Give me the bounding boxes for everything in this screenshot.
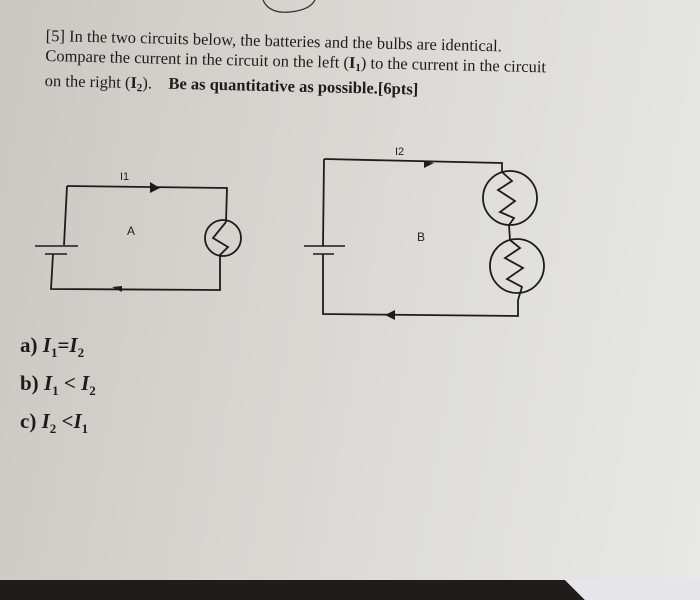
option-b: b) I1 < I2 [20,371,96,398]
circuit-b [304,158,545,320]
answer-options: a) I1=I2 b) I1 < I2 c) I2 <I1 [20,330,96,444]
current-label-i2: I2 [395,146,404,158]
circuit-label-a: A [127,224,135,238]
option-c: c) I2 <I1 [20,409,89,436]
current-label-i1: I1 [120,171,129,183]
circuit-diagrams: I1 A I2 B [35,146,545,320]
circuit-a [35,182,242,292]
option-a: a) I1=I2 [20,333,85,360]
pen-mark-circle [262,0,316,13]
circuit-label-b: B [417,230,425,244]
desk-edge [0,580,585,600]
background-surface [565,580,700,600]
